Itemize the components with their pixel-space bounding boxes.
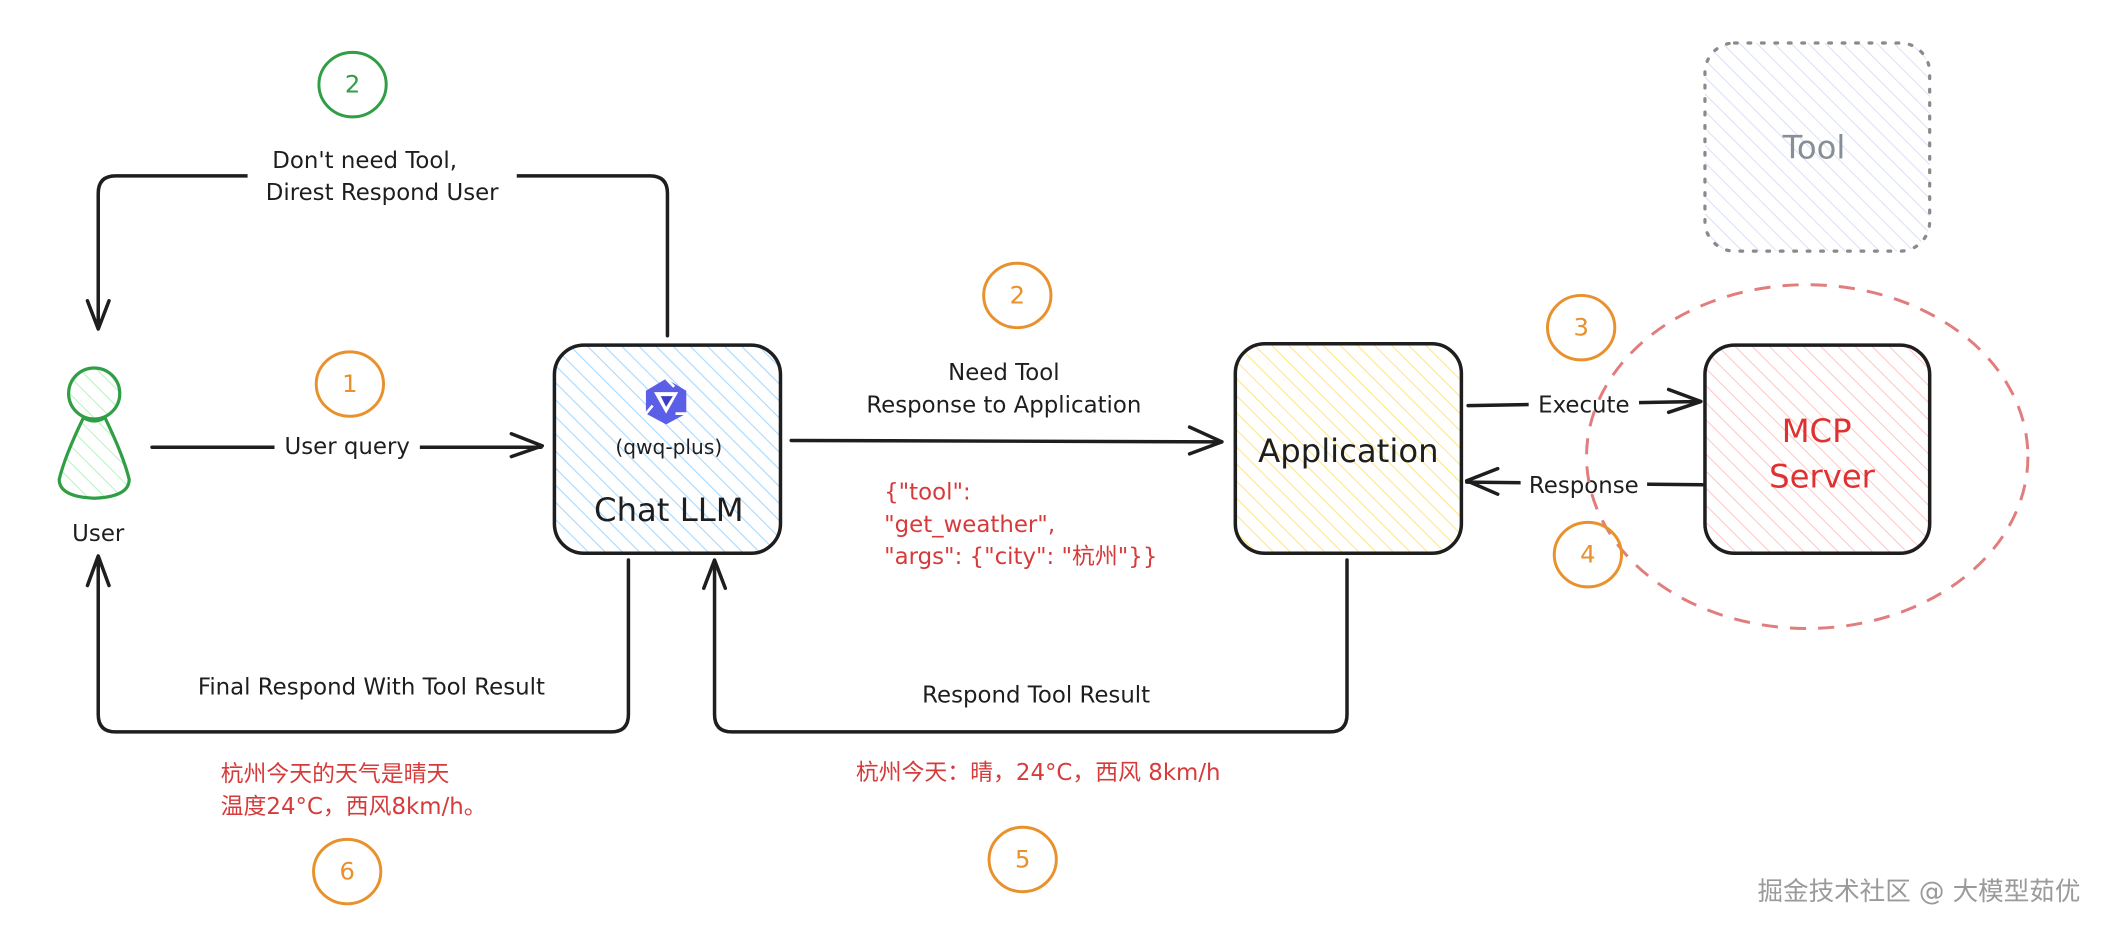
step-badge-step-1: 1: [314, 350, 385, 418]
note-tool-call-line-2: "get_weather",: [884, 512, 1055, 538]
edge-label-need-tool-1: Need Tool: [948, 360, 1059, 386]
step-circle: [1546, 293, 1617, 362]
chat-llm-title: Chat LLM: [594, 491, 744, 529]
step-badge-step-6: 6: [312, 837, 383, 906]
step-number: 5: [1015, 845, 1030, 873]
user-icon-head: [67, 366, 122, 421]
step-badge-step-2-direct: 2: [317, 50, 388, 119]
edge-label-dont-need-tool-1: Don't need Tool,: [272, 148, 457, 174]
step-circle: [317, 50, 388, 119]
step-number: 6: [339, 858, 354, 886]
edge-label-respond-tool-result: Respond Tool Result: [922, 682, 1150, 708]
edge-need-tool: Need Tool Response to Application: [789, 360, 1224, 456]
mcp-server-node[interactable]: MCP Server: [1703, 343, 1932, 556]
step-badge-step-3: 3: [1546, 293, 1617, 362]
edge-label-need-tool-2: Response to Application: [866, 392, 1141, 418]
note-final-answer-line-1: 杭州今天的天气是晴天: [221, 762, 450, 788]
step-badge-step-4: 4: [1552, 520, 1624, 589]
edge-label-user-query: User query: [284, 434, 409, 460]
step-circle: [314, 350, 385, 418]
qwen-logo-icon: [644, 377, 687, 425]
user-label: User: [72, 521, 125, 547]
step-circle: [1552, 520, 1624, 589]
step-badge-step-2-tool: 2: [982, 261, 1053, 330]
step-number: 2: [1010, 281, 1025, 309]
note-tool-call-line-1: {"tool":: [884, 480, 971, 506]
chat-llm-node[interactable]: (qwq-plus) Chat LLM: [552, 343, 783, 556]
step-circle: [312, 837, 383, 906]
note-tool-call: {"tool": "get_weather", "args": {"city":…: [884, 480, 1157, 570]
step-badge-step-5: 5: [987, 825, 1058, 894]
application-node[interactable]: Application: [1233, 342, 1464, 556]
edge-dont-need-tool: Don't need Tool, Direst Respond User: [85, 139, 670, 338]
tool-node[interactable]: Tool: [1703, 41, 1932, 253]
step-number: 2: [345, 71, 360, 99]
mcp-boundary-circle: [1585, 283, 2030, 630]
mcp-server-title-1: MCP: [1782, 412, 1852, 450]
edge-user-query: User query: [150, 427, 545, 465]
note-tool-result: 杭州今天：晴，24°C，西风 8km/h: [856, 760, 1221, 786]
step-number: 3: [1573, 314, 1588, 342]
edge-label-dont-need-tool-2: Direst Respond User: [266, 180, 499, 206]
note-final-answer: 杭州今天的天气是晴天 温度24°C，西风8km/h。: [221, 762, 487, 820]
step-circle: [987, 825, 1058, 894]
edge-execute: Execute: [1466, 386, 1703, 422]
edge-label-execute: Execute: [1538, 392, 1629, 418]
user-icon-body: [57, 416, 131, 500]
step-badges: 1 2 2 3 4 5 6: [312, 50, 1624, 906]
edge-response: Response: [1465, 466, 1705, 504]
edge-label-response: Response: [1529, 473, 1639, 499]
chat-llm-model: (qwq-plus): [615, 435, 722, 459]
step-circle: [982, 261, 1053, 330]
tool-title: Tool: [1782, 128, 1846, 166]
note-final-answer-line-2: 温度24°C，西风8km/h。: [221, 794, 487, 820]
step-number: 4: [1580, 541, 1595, 569]
edge-respond-tool-result: Respond Tool Result: [702, 558, 1349, 734]
application-title: Application: [1258, 432, 1438, 470]
edge-label-final-respond: Final Respond With Tool Result: [198, 674, 545, 700]
user-node[interactable]: User: [57, 366, 131, 547]
note-tool-call-line-3: "args": {"city": "杭州"}}: [884, 544, 1157, 570]
watermark: 掘金技术社区 @ 大模型茹优: [1757, 877, 2080, 907]
step-number: 1: [342, 370, 357, 398]
mcp-server-title-2: Server: [1769, 458, 1876, 496]
edge-final-respond: Final Respond With Tool Result: [85, 554, 631, 734]
